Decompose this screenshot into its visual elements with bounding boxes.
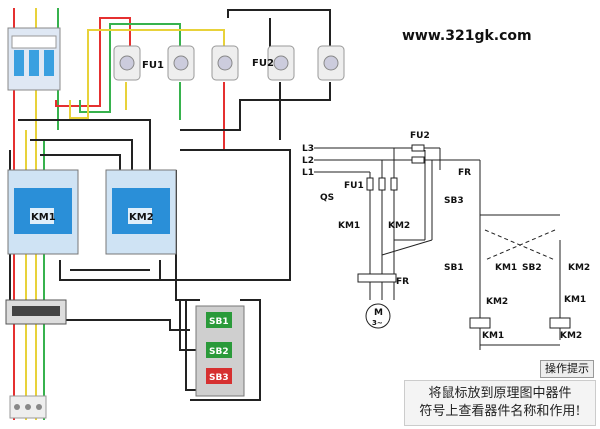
km1-wiring-label: KM1 (31, 212, 56, 223)
km1-coil-label[interactable]: KM1 (482, 331, 504, 341)
hint-text-line2: 符号上查看器件名称和作用! (419, 404, 581, 419)
sb1-schematic-label[interactable]: SB1 (444, 263, 464, 273)
km2-wiring-label: KM2 (129, 212, 154, 223)
qs-label: QS (320, 193, 334, 203)
fr-ctrl-label[interactable]: FR (458, 168, 471, 178)
hint-text-line1: 将鼠标放到原理图中器件 (428, 386, 572, 401)
schematic-panel: L3 L2 L1 QS FU1 FU2 KM1 KM2 FR M 3~ FR S… (302, 131, 590, 350)
fu1-schematic-label[interactable]: FU1 (344, 181, 364, 191)
sb1-button[interactable] (206, 312, 232, 328)
fuse-1 (113, 45, 141, 81)
coil-symbols (469, 317, 571, 329)
km1-main-label[interactable]: KM1 (338, 221, 360, 231)
km1-hold-label[interactable]: KM1 (495, 263, 517, 273)
fu2-wiring-label: FU2 (252, 58, 274, 69)
fu2-schematic-label[interactable]: FU2 (410, 131, 430, 141)
sb2-wiring-label: SB2 (209, 347, 229, 357)
circuit-breaker (7, 27, 61, 91)
sb3-wiring-label: SB3 (209, 373, 229, 383)
fuse-4 (267, 45, 295, 81)
push-button-box: SB1 SB2 SB3 (195, 305, 245, 397)
fuse-holders-fu1 (113, 45, 239, 81)
km2-interlock-label[interactable]: KM2 (486, 297, 508, 307)
fuse-2 (167, 45, 195, 81)
hint-box: 将鼠标放到原理图中器件 符号上查看器件名称和作用! (404, 380, 596, 426)
fr-main-label[interactable]: FR (396, 277, 409, 287)
sb3-button[interactable] (206, 368, 232, 384)
sb1-wiring-label: SB1 (209, 317, 229, 327)
operation-hint-button[interactable]: 操作提示 (540, 360, 594, 378)
thermal-relay (5, 299, 67, 325)
l3-label: L3 (302, 144, 314, 154)
fuse-schematic-symbols (357, 144, 425, 283)
sb3-schematic-label[interactable]: SB3 (444, 196, 464, 206)
sb2-button[interactable] (206, 342, 232, 358)
km1-interlock-label[interactable]: KM1 (564, 295, 586, 305)
km2-main-label[interactable]: KM2 (388, 221, 410, 231)
motor-symbol[interactable]: M 3~ (365, 303, 391, 329)
km2-coil-label[interactable]: KM2 (560, 331, 582, 341)
site-url: www.321gk.com (402, 28, 532, 44)
motor-sub-label: 3~ (372, 319, 383, 327)
motor-terminal (9, 395, 47, 419)
fuse-holders-fu2 (267, 45, 345, 81)
fu1-wiring-label: FU1 (142, 60, 164, 71)
motor-label: M (374, 308, 383, 318)
l2-label: L2 (302, 156, 314, 166)
contactor-km2: KM2 (105, 169, 177, 255)
km2-hold-label[interactable]: KM2 (568, 263, 590, 273)
fuse-5 (317, 45, 345, 81)
l1-label: L1 (302, 168, 314, 178)
sb2-schematic-label[interactable]: SB2 (522, 263, 542, 273)
wiring-panel: FU1 FU2 KM1 KM2 SB1 SB2 SB3 (5, 8, 345, 420)
contactor-km1: KM1 (7, 169, 79, 255)
fuse-3 (211, 45, 239, 81)
